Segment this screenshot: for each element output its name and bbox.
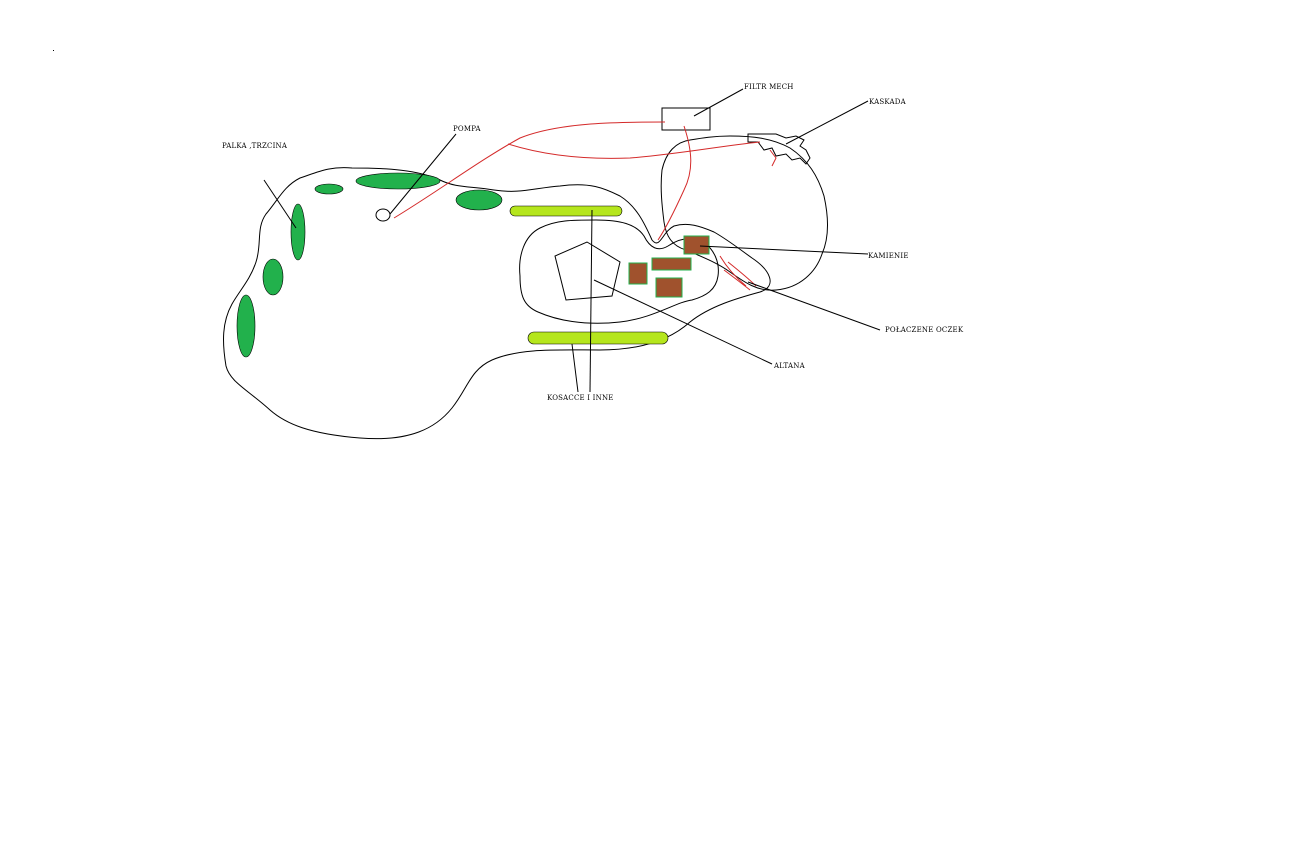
stone (651, 257, 692, 271)
leader-pompa (389, 133, 457, 215)
pipe-kaskada-drip (769, 149, 777, 167)
plant-oval (355, 172, 441, 190)
leader-kamienie (699, 245, 869, 255)
stones (628, 235, 710, 298)
label-filtr: FILTR MECH (744, 83, 794, 91)
leader-kaskada (785, 100, 869, 145)
right-pond-outline (660, 135, 828, 291)
dark-plants (236, 172, 503, 358)
leader-altana (593, 279, 773, 365)
plant-strip (509, 205, 623, 217)
plant-oval (290, 203, 306, 261)
pipe-return (507, 141, 761, 159)
plant-oval (236, 294, 256, 358)
plant-oval (314, 183, 344, 195)
plant-oval (262, 258, 284, 296)
leader-polaczone (747, 281, 881, 331)
stray-dot (53, 50, 54, 51)
kaskada-outline (747, 133, 811, 165)
altana-pentagon (554, 241, 621, 301)
label-polaczone: POŁACZENE OCZEK (885, 326, 964, 334)
light-plants (509, 205, 669, 345)
stone (683, 235, 710, 255)
label-kaskada: KASKADA (869, 98, 907, 106)
label-altana: ALTANA (773, 362, 806, 370)
label-pompa: POMPA (453, 125, 481, 133)
plant-oval (455, 189, 503, 211)
leader-lines (263, 88, 881, 393)
island-outline (519, 219, 719, 324)
leader-filtr (693, 88, 744, 117)
stone (655, 277, 683, 298)
label-kosacce: KOSACCE I INNE (547, 394, 614, 402)
leader-palka (263, 179, 297, 229)
pump-circle (375, 208, 391, 222)
leader-kosacce-2 (571, 343, 579, 393)
main-pond-outline (223, 167, 771, 440)
pipe-filter-to-pond (657, 125, 692, 241)
label-palka: PALKA ,TRZCINA (222, 142, 288, 150)
leader-kosacce-1 (589, 209, 593, 393)
filtr-box (661, 107, 711, 131)
plant-strip (527, 331, 669, 345)
stone (628, 262, 648, 285)
pipe-pump-to-filter (393, 121, 666, 219)
label-kamienie: KAMIENIE (868, 252, 909, 260)
